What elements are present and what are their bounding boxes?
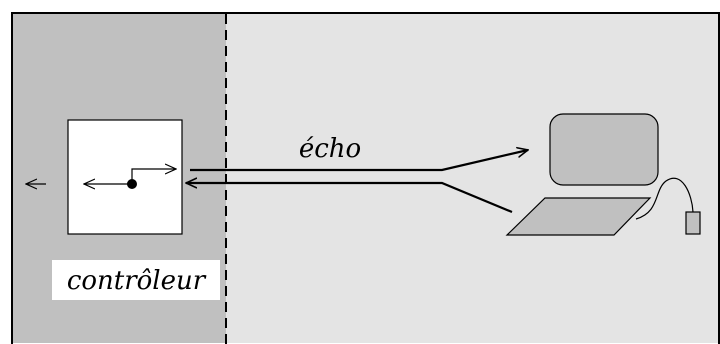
input-arrow	[186, 183, 513, 214]
outer-frame	[11, 12, 720, 344]
controller-label: contrôleur	[52, 260, 220, 300]
echo-arrow	[190, 150, 528, 172]
joystick-icon	[84, 169, 176, 189]
keyboard-icon	[505, 197, 652, 236]
controller-box	[67, 119, 183, 235]
monitor-icon	[549, 113, 659, 186]
controller-label-text: contrôleur	[67, 266, 207, 296]
mouse-cable	[635, 177, 694, 220]
echo-label: écho	[299, 134, 361, 164]
mouse-icon	[685, 211, 701, 235]
